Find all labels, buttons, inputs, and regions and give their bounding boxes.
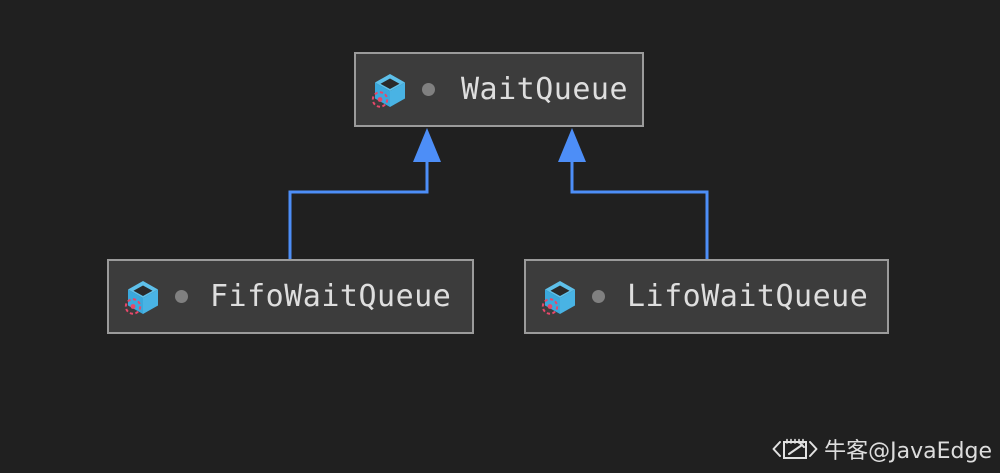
arrowhead-triangle-icon (558, 128, 586, 162)
class-node-waitqueue[interactable]: WaitQueue (354, 52, 644, 127)
class-node-fifowaitqueue[interactable]: FifoWaitQueue (107, 259, 474, 334)
separator-dot-icon (422, 83, 435, 96)
watermark-text: 牛客@JavaEdge (824, 439, 992, 464)
separator-dot-icon (592, 290, 605, 303)
class-node-label: FifoWaitQueue (210, 279, 452, 314)
watermark: 牛客@JavaEdge (772, 437, 992, 467)
class-node-label: LifoWaitQueue (627, 279, 869, 314)
blue-cube-interface-icon (123, 277, 163, 317)
separator-dot-icon (175, 290, 188, 303)
blue-cube-interface-icon (370, 70, 410, 110)
edge-fifo-to-waitqueue (288, 128, 441, 259)
blue-cube-interface-icon (540, 277, 580, 317)
edge-line (288, 160, 429, 259)
class-node-label: WaitQueue (461, 72, 629, 107)
edge-lifo-to-waitqueue (558, 128, 709, 259)
edge-line (570, 160, 709, 259)
arrowhead-triangle-icon (413, 128, 441, 162)
notepad-pencil-logo-icon (772, 437, 818, 467)
class-node-lifowaitqueue[interactable]: LifoWaitQueue (524, 259, 889, 334)
